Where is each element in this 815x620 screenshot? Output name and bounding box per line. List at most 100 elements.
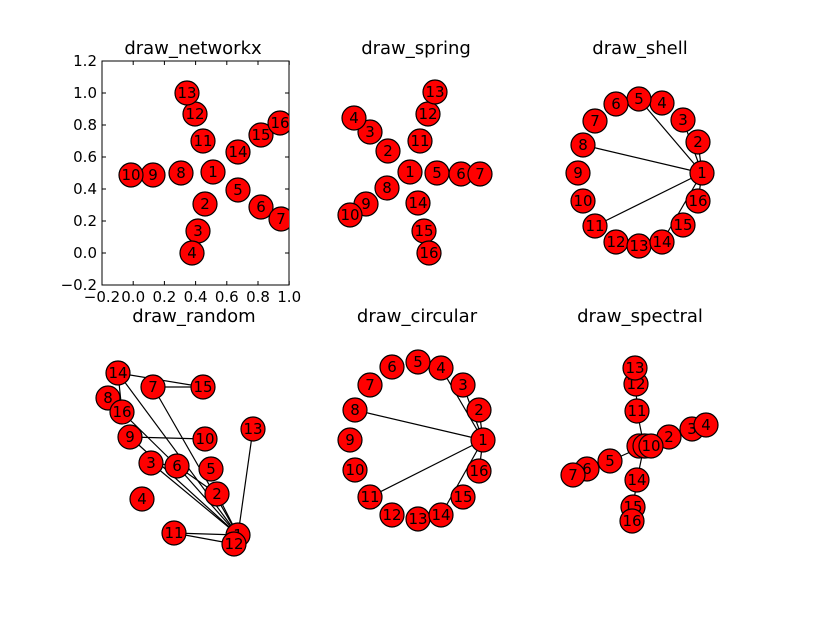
y-tick-label: 0.4 [73, 180, 97, 198]
x-tick-label: 0.4 [184, 288, 208, 306]
node-circle [179, 240, 205, 266]
y-tick-label: 0.6 [73, 148, 97, 166]
node-circle [375, 138, 401, 164]
node-label: 2 [474, 401, 484, 419]
node-label: 12 [185, 105, 204, 123]
node-label: 3 [678, 111, 688, 129]
node-circle [342, 397, 368, 423]
node-label: 16 [112, 403, 131, 421]
node-circle [357, 372, 383, 398]
node-circle [467, 161, 493, 187]
node-circle [342, 457, 368, 483]
node-4: 4 [129, 486, 155, 512]
edge-16-6 [121, 411, 178, 467]
node-10: 10 [638, 433, 664, 459]
node-5: 5 [424, 160, 450, 186]
node-12: 12 [603, 229, 629, 255]
node-15: 15 [190, 374, 216, 400]
node-label: 11 [360, 488, 379, 506]
node-13: 13 [405, 506, 431, 532]
node-circle [685, 129, 711, 155]
node-6: 6 [164, 453, 190, 479]
node-1: 1 [470, 427, 496, 453]
node-3: 3 [450, 372, 476, 398]
node-circle [337, 427, 363, 453]
edge-1-14 [440, 439, 484, 516]
node-2: 2 [204, 481, 230, 507]
node-label: 13 [629, 237, 648, 255]
node-14: 14 [405, 190, 431, 216]
y-tick-label: 0.2 [73, 212, 97, 230]
node-circle [597, 448, 623, 474]
node-11: 11 [582, 213, 608, 239]
node-4: 4 [428, 355, 454, 381]
node-16: 16 [619, 508, 645, 534]
node-label: 14 [627, 471, 646, 489]
node-4: 4 [341, 105, 367, 131]
node-label: 16 [688, 192, 707, 210]
node-5: 5 [597, 448, 623, 474]
node-circle [192, 426, 218, 452]
node-14: 14 [649, 229, 675, 255]
node-2: 2 [466, 397, 492, 423]
panel-title-circular: draw_circular [357, 306, 478, 327]
node-8: 8 [374, 175, 400, 201]
node-2: 2 [192, 191, 218, 217]
edge-1-11 [594, 172, 703, 227]
node-label: 13 [408, 510, 427, 528]
node-circle [379, 502, 405, 528]
node-circle [470, 427, 496, 453]
node-circle [670, 107, 696, 133]
node-11: 11 [407, 128, 433, 154]
node-label: 15 [453, 488, 472, 506]
node-13: 13 [626, 233, 652, 259]
edge-1-3 [150, 462, 239, 536]
node-label: 7 [148, 378, 158, 396]
node-label: 7 [475, 165, 485, 183]
node-circle [685, 188, 711, 214]
node-5: 5 [198, 456, 224, 482]
node-label: 14 [108, 364, 127, 382]
node-label: 12 [382, 506, 401, 524]
node-label: 9 [573, 164, 583, 182]
node-6: 6 [603, 91, 629, 117]
node-5: 5 [405, 349, 431, 375]
node-label: 1 [478, 431, 488, 449]
panel-title-shell: draw_shell [592, 38, 687, 59]
node-3: 3 [138, 450, 164, 476]
node-circle [129, 486, 155, 512]
node-12: 12 [221, 531, 247, 557]
node-circle [622, 355, 648, 381]
node-13: 13 [422, 79, 448, 105]
y-tick-label: 1.2 [73, 52, 97, 70]
node-label: 5 [605, 452, 615, 470]
node-10: 10 [342, 457, 368, 483]
node-13: 13 [240, 416, 266, 442]
node-circle [248, 194, 274, 220]
node-circle [248, 122, 274, 148]
node-7: 7 [268, 206, 289, 232]
node-circle [379, 354, 405, 380]
node-label: 16 [469, 462, 488, 480]
node-circle [450, 372, 476, 398]
node-label: 15 [673, 216, 692, 234]
node-label: 16 [622, 512, 641, 530]
node-1: 1 [397, 159, 423, 185]
node-label: 9 [125, 428, 135, 446]
node-label: 5 [432, 164, 442, 182]
node-label: 15 [251, 126, 270, 144]
node-label: 8 [103, 389, 113, 407]
node-12: 12 [182, 101, 208, 127]
node-label: 7 [590, 112, 600, 130]
node-label: 16 [270, 114, 289, 132]
node-7: 7 [560, 462, 586, 488]
node-label: 13 [243, 420, 262, 438]
node-circle [267, 110, 289, 136]
node-label: 1 [697, 164, 707, 182]
node-circle [117, 424, 143, 450]
node-circle [397, 159, 423, 185]
